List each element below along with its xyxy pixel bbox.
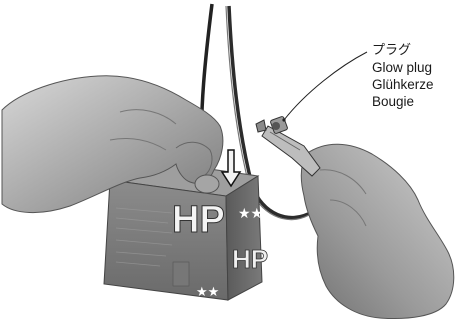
box-emblem [173, 262, 189, 286]
battery-box-side [226, 176, 262, 300]
callout-label-german: Glühkerze [372, 76, 434, 93]
callout-label-japanese: プラグ [372, 42, 434, 59]
right-hand [301, 144, 454, 318]
callout-label-english: Glow plug [372, 59, 434, 76]
fingertip [195, 175, 219, 193]
glow-plug-callout: プラグ Glow plug Glühkerze Bougie [372, 42, 434, 110]
star-icon: ★★ [238, 205, 263, 221]
callout-leader-line [284, 52, 367, 120]
hp-logo-side: HP [232, 244, 268, 274]
hp-logo-front: HP [172, 199, 225, 241]
callout-label-french: Bougie [372, 93, 434, 110]
alligator-clip [256, 120, 320, 176]
star-icon: ★★ [196, 284, 219, 299]
